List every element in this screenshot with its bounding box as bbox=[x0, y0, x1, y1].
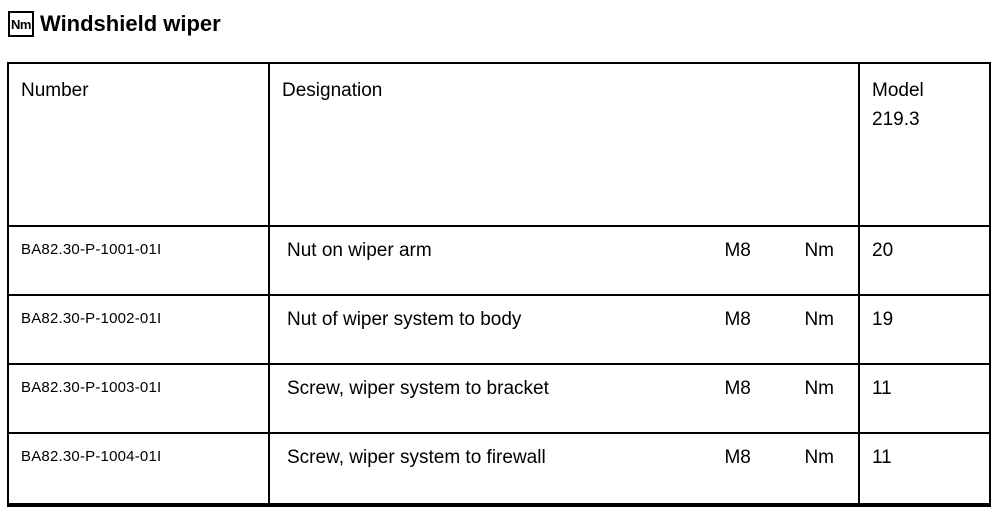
designation-cell: Nut on wiper arm M8 Nm bbox=[268, 225, 860, 296]
document-number: BA82.30-P-1003-01I bbox=[7, 363, 270, 434]
header-row: Number Designation Model 219.3 bbox=[7, 62, 991, 227]
torque-value: 11 bbox=[858, 432, 991, 507]
header-designation: Designation bbox=[268, 62, 860, 227]
header-model-label: Model bbox=[872, 80, 924, 101]
designation-text: Nut on wiper arm bbox=[287, 240, 432, 261]
torque-unit: Nm bbox=[804, 309, 834, 330]
header-model-code: 219.3 bbox=[872, 109, 920, 131]
torque-unit-icon: Nm bbox=[8, 11, 34, 37]
designation-cell: Nut of wiper system to body M8 Nm bbox=[268, 294, 860, 365]
torque-spec-table: Number Designation Model 219.3 BA82.30-P… bbox=[7, 62, 991, 507]
table-row: BA82.30-P-1004-01I Screw, wiper system t… bbox=[7, 432, 991, 507]
thread-size: M8 bbox=[724, 378, 751, 399]
thread-size: M8 bbox=[724, 309, 751, 330]
designation-content: Screw, wiper system to firewall M8 Nm bbox=[287, 447, 834, 469]
document-number: BA82.30-P-1004-01I bbox=[7, 432, 270, 507]
torque-value: 11 bbox=[858, 363, 991, 434]
torque-value: 19 bbox=[858, 294, 991, 365]
designation-cell: Screw, wiper system to firewall M8 Nm bbox=[268, 432, 860, 507]
designation-content: Nut on wiper arm M8 Nm bbox=[287, 240, 834, 262]
page-title: Windshield wiper bbox=[40, 11, 221, 36]
designation-text: Nut of wiper system to body bbox=[287, 309, 522, 330]
thread-size: M8 bbox=[724, 447, 751, 468]
header-model: Model 219.3 bbox=[858, 62, 991, 227]
thread-size: M8 bbox=[724, 240, 751, 261]
torque-unit: Nm bbox=[804, 378, 834, 399]
designation-content: Screw, wiper system to bracket M8 Nm bbox=[287, 378, 834, 400]
torque-unit: Nm bbox=[804, 447, 834, 468]
document-number: BA82.30-P-1001-01I bbox=[7, 225, 270, 296]
table-body: BA82.30-P-1001-01I Nut on wiper arm M8 N… bbox=[7, 225, 991, 507]
header-number: Number bbox=[7, 62, 270, 227]
document-header: Nm Windshield wiper bbox=[8, 11, 221, 37]
designation-cell: Screw, wiper system to bracket M8 Nm bbox=[268, 363, 860, 434]
designation-text: Screw, wiper system to bracket bbox=[287, 378, 549, 399]
table-row: BA82.30-P-1001-01I Nut on wiper arm M8 N… bbox=[7, 225, 991, 296]
document-number: BA82.30-P-1002-01I bbox=[7, 294, 270, 365]
torque-unit: Nm bbox=[804, 240, 834, 261]
table-row: BA82.30-P-1003-01I Screw, wiper system t… bbox=[7, 363, 991, 434]
table-row: BA82.30-P-1002-01I Nut of wiper system t… bbox=[7, 294, 991, 365]
table-header: Number Designation Model 219.3 bbox=[7, 62, 991, 227]
designation-content: Nut of wiper system to body M8 Nm bbox=[287, 309, 834, 331]
designation-text: Screw, wiper system to firewall bbox=[287, 447, 546, 468]
torque-value: 20 bbox=[858, 225, 991, 296]
